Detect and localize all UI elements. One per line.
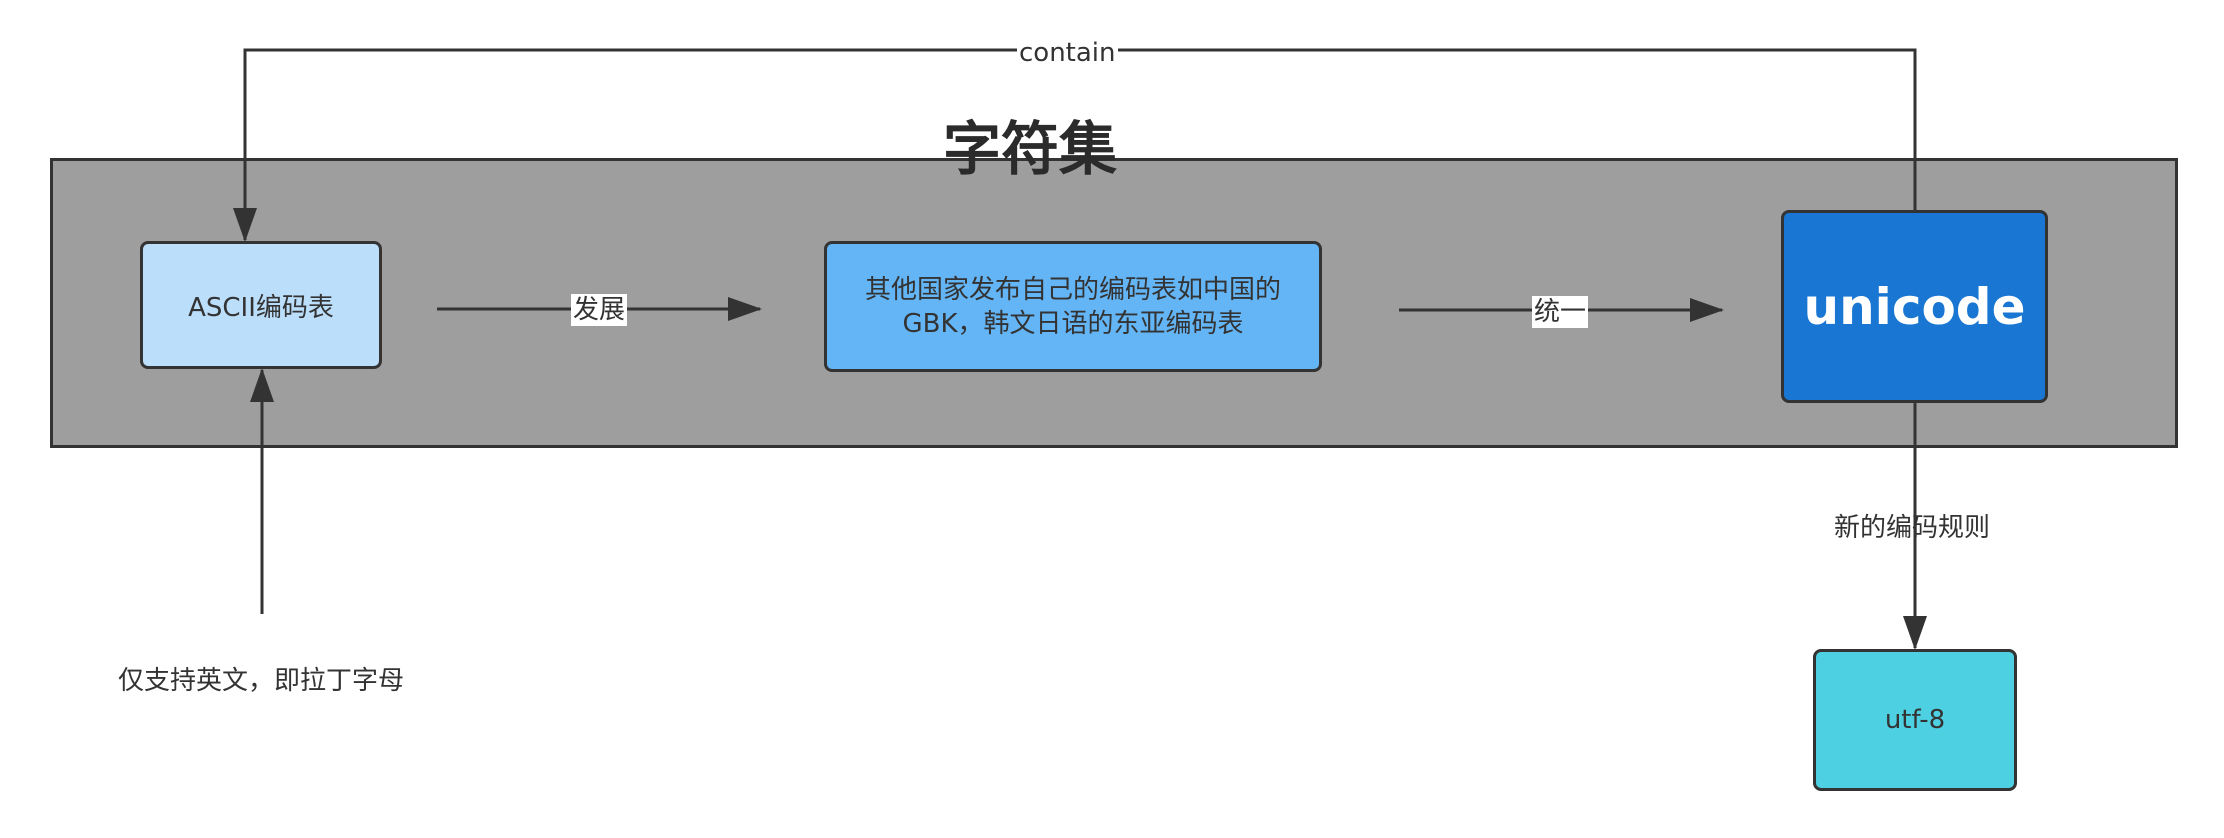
edge-unify-label: 统一 <box>1532 296 1589 328</box>
ascii-note: 仅支持英文，即拉丁字母 <box>118 666 405 696</box>
node-national-encodings-label: 其他国家发布自己的编码表如中国的GBK，韩文日语的东亚编码表 <box>864 274 1281 339</box>
node-unicode[interactable]: unicode <box>1781 210 2048 403</box>
edge-develop-label: 发展 <box>571 294 628 326</box>
node-unicode-label: unicode <box>1803 277 2026 336</box>
edge-new-rule-label: 新的编码规则 <box>1834 513 1991 543</box>
node-ascii-label: ASCII编码表 <box>188 292 334 323</box>
charset-group-title: 字符集 <box>942 115 1117 183</box>
node-ascii[interactable]: ASCII编码表 <box>140 241 382 369</box>
node-national-encodings[interactable]: 其他国家发布自己的编码表如中国的GBK，韩文日语的东亚编码表 <box>824 241 1322 372</box>
node-utf8[interactable]: utf-8 <box>1813 649 2017 791</box>
edge-contain-line <box>233 48 1917 242</box>
edge-contain-label: contain <box>1017 37 1118 69</box>
node-utf8-label: utf-8 <box>1884 705 1946 735</box>
